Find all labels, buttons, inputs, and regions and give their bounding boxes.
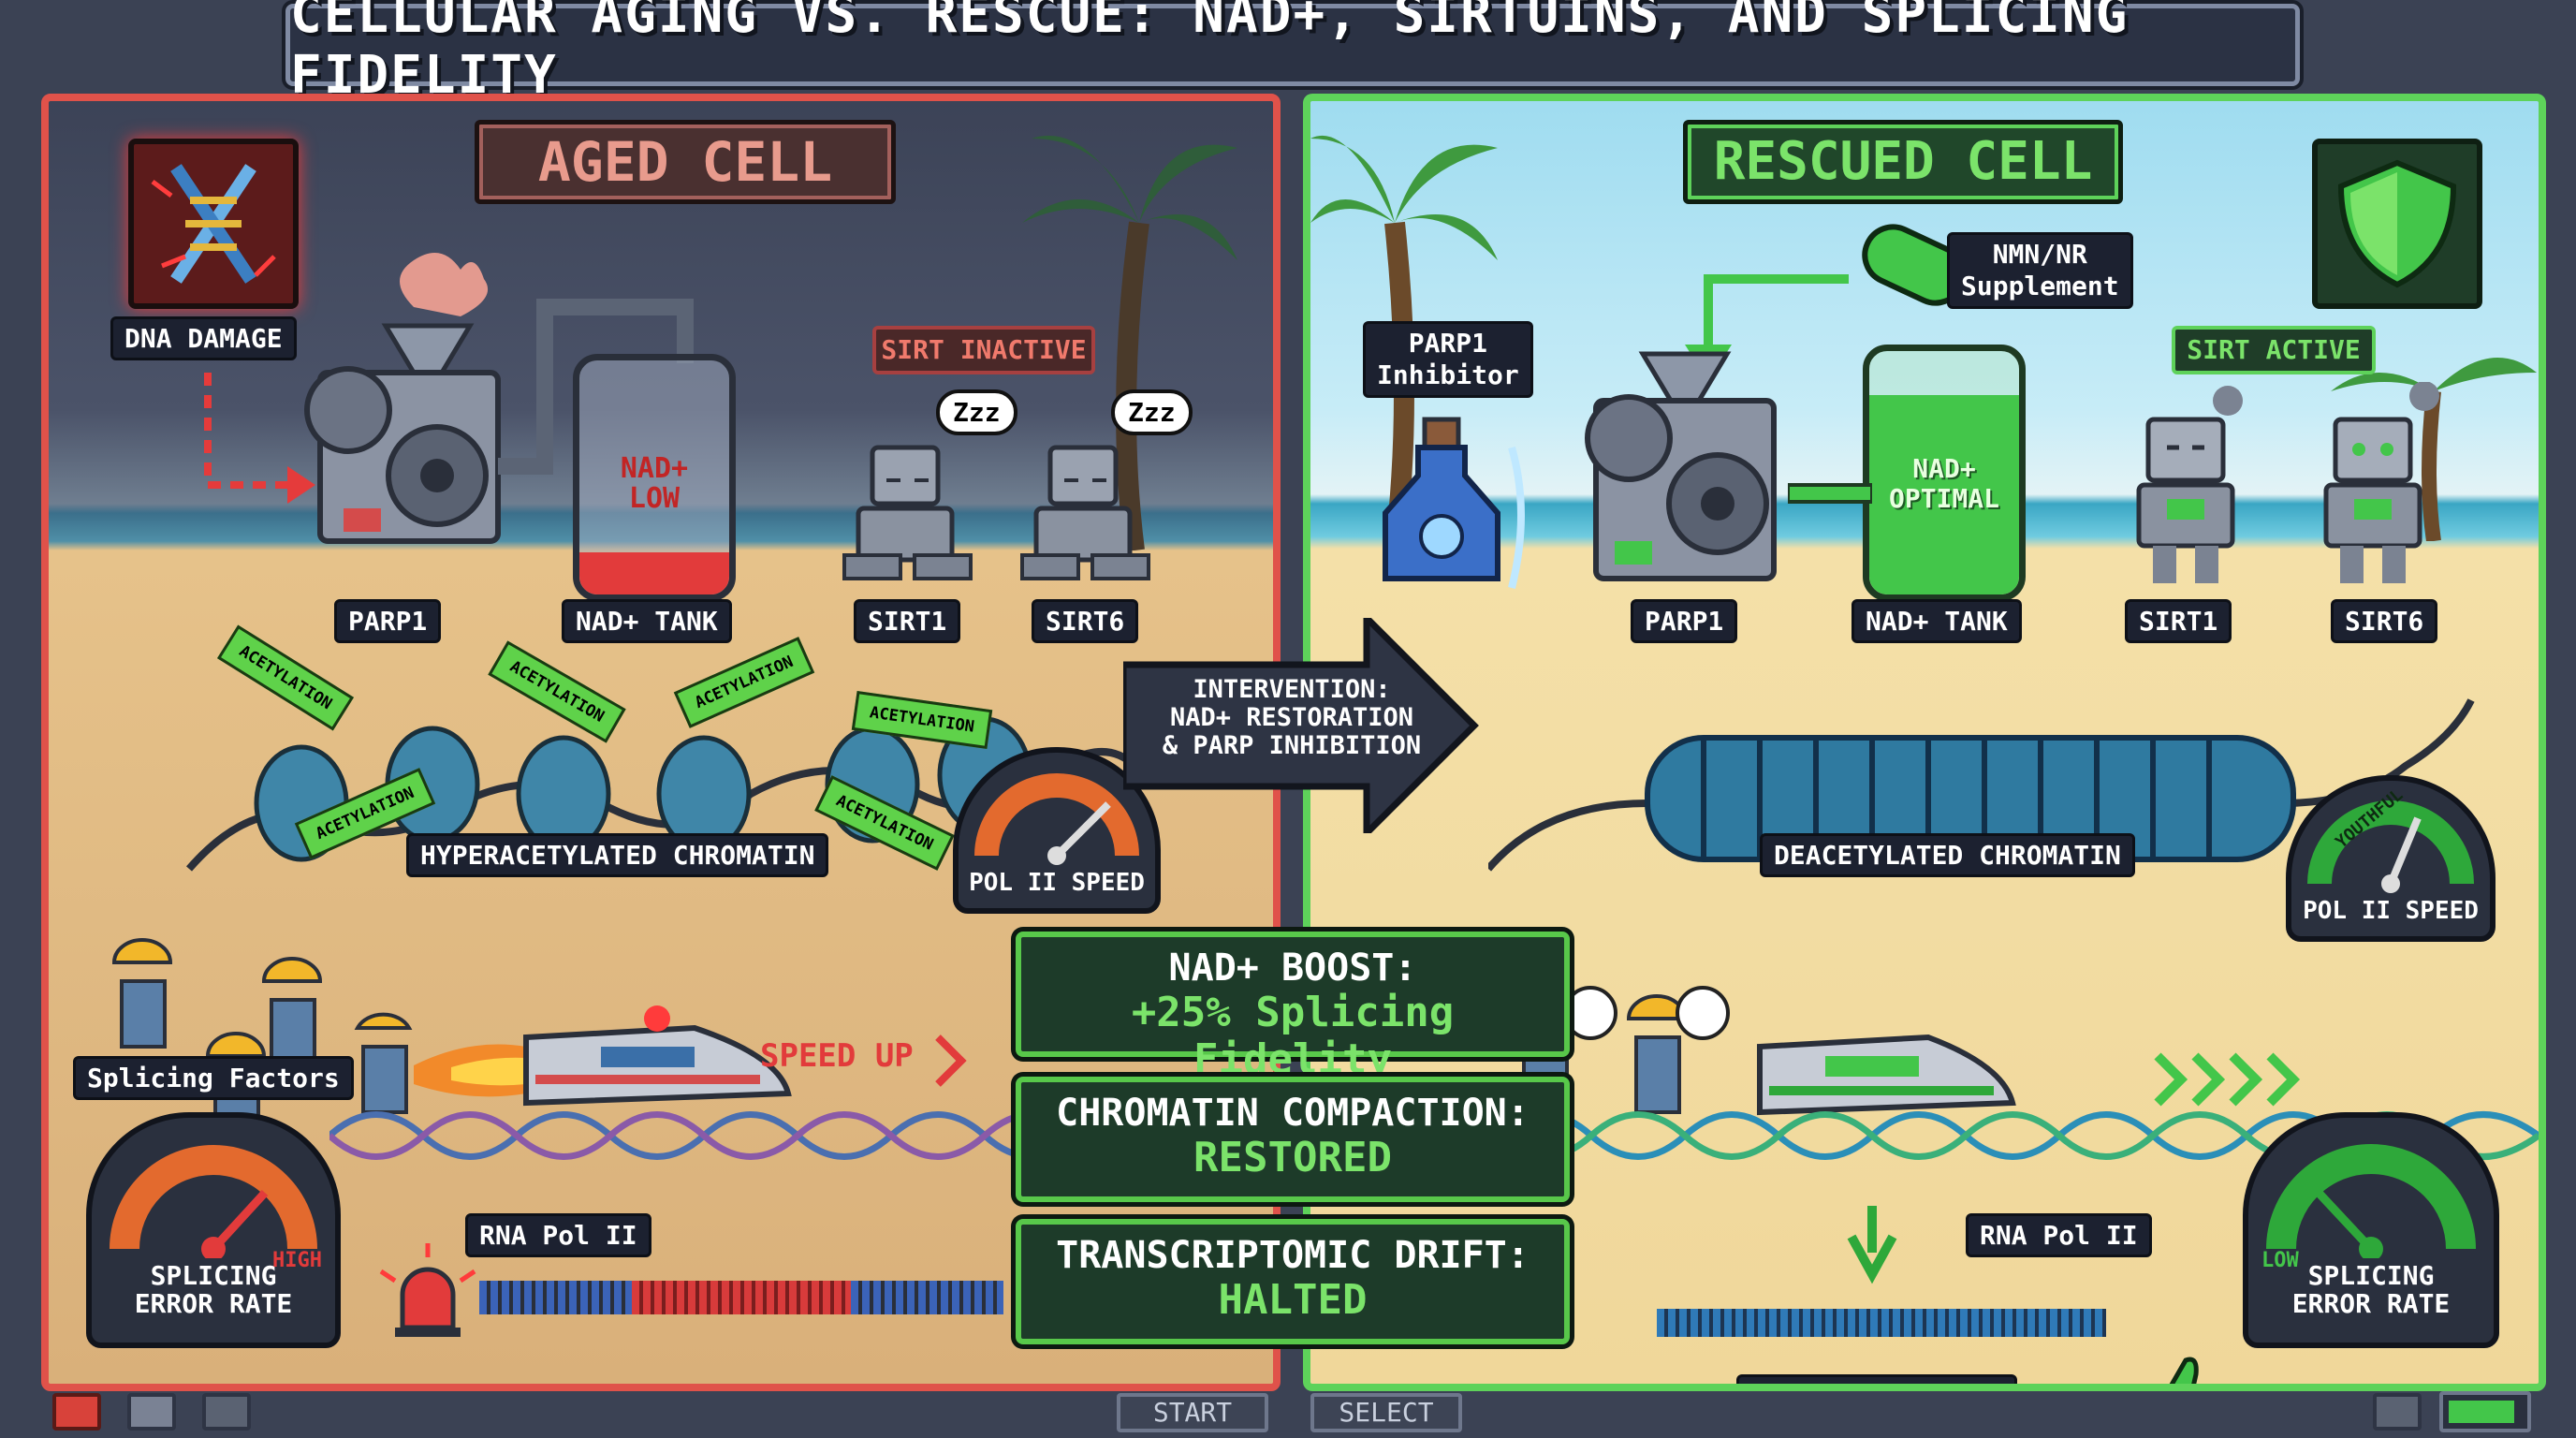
rescued-splicing-error-gauge: LOW SPLICING ERROR RATE	[2243, 1112, 2499, 1348]
tank-pipe-icon	[1788, 483, 1872, 504]
rescued-gauge-level: LOW	[2261, 1249, 2299, 1272]
speeding-rna-pol-icon	[414, 1005, 792, 1107]
aged-sirt6-label: SIRT6	[1032, 599, 1139, 643]
aged-cell-panel: AGED CELL DNA DAMAGE PARP1 NAD+ LOW NAD+…	[41, 94, 1281, 1391]
rescued-gauge-title: SPLICING ERROR RATE	[2291, 1260, 2451, 1319]
deacetylated-chromatin-label: DEACETYLATED CHROMATIN	[1760, 833, 2135, 877]
rescued-sirt1-label: SIRT1	[2125, 599, 2232, 643]
rescued-nad-tank: NAD+ OPTIMAL	[1863, 345, 2026, 601]
thumbs-up-icon	[2169, 1357, 2199, 1384]
nmn-nr-supplement-label: NMN/NR Supplement	[1947, 232, 2133, 309]
sirt6-working-robot-icon	[2323, 382, 2439, 583]
dna-damage-icon	[128, 139, 299, 309]
thumbs-up-bubble-icon	[1676, 986, 1730, 1040]
hyperacetylated-chromatin-label: HYPERACETYLATED CHROMATIN	[406, 833, 829, 877]
intervention-arrow-icon	[1123, 618, 1479, 833]
zzz-bubble-2: Zzz	[1111, 389, 1193, 435]
shield-icon	[2312, 139, 2482, 309]
rescued-tank-level: NAD+ OPTIMAL	[1888, 453, 1999, 514]
parp1-inhibitor-label: PARP1 Inhibitor	[1363, 321, 1533, 398]
forward-chevrons-icon	[2154, 1052, 2301, 1107]
down-arrow-green-icon	[1847, 1206, 1897, 1284]
speed-up-label: SPEED UP	[760, 1037, 914, 1075]
sirt1-working-robot-icon	[2136, 386, 2243, 583]
rescued-cell-header: RESCUED CELL	[1683, 120, 2123, 204]
speed-up-arrow-icon	[935, 1034, 967, 1087]
parp1-machine-icon	[304, 253, 501, 544]
gear-bubble-icon	[1563, 986, 1617, 1040]
intron-block	[632, 1281, 851, 1314]
sirt6-sleeping-robot-icon	[1020, 445, 1150, 580]
intron-retention-transcript	[479, 1281, 1003, 1314]
correct-splicing-label: CORRECT SPLICING	[1736, 1374, 2017, 1384]
down-arrow-red-icon	[479, 1178, 666, 1253]
rescued-rna-pol-label: RNA Pol II	[1966, 1213, 2152, 1257]
rescued-sirt6-label: SIRT6	[2331, 599, 2438, 643]
palm-tree-right-icon	[2331, 358, 2537, 541]
deacetylated-chromatin-icon	[1488, 698, 2475, 872]
splicing-factors-label: Splicing Factors	[73, 1056, 354, 1100]
grey-indicator-button[interactable]	[127, 1393, 176, 1431]
settings-small-button[interactable]	[2373, 1393, 2422, 1431]
rescued-tank-fill	[1869, 394, 2019, 594]
title-banner: CELLULAR AGING VS. RESCUE: NAD+, SIRTUIN…	[285, 0, 2300, 106]
aged-gauge-level: HIGH	[272, 1249, 322, 1272]
inhibitor-potion-icon	[1383, 417, 1525, 589]
aged-rna-pol-label: RNA Pol II	[465, 1213, 651, 1257]
aged-gauge-title: SPLICING ERROR RATE	[134, 1260, 293, 1319]
aged-sirt1-label: SIRT1	[854, 599, 961, 643]
camera-button[interactable]	[202, 1393, 251, 1431]
aged-cell-header: AGED CELL	[475, 120, 896, 204]
chromatin-compaction-result: CHROMATIN COMPACTION: RESTORED	[1016, 1077, 1570, 1202]
exon-block-2	[850, 1281, 1003, 1314]
nad-boost-result: NAD+ BOOST: +25% Splicing Fidelity	[1016, 932, 1570, 1083]
select-button[interactable]: SELECT	[1310, 1393, 1462, 1432]
transcriptomic-drift-result: TRANSCRIPTOMIC DRIFT: HALTED	[1016, 1219, 1570, 1344]
sirt-active-badge: SIRT ACTIVE	[2172, 326, 2376, 374]
aged-splicing-error-gauge: HIGH SPLICING ERROR RATE	[86, 1112, 341, 1348]
aged-tank-level: NAD+ LOW	[620, 452, 689, 515]
aged-parp1-label: PARP1	[334, 599, 442, 643]
rescued-pol-speed-gauge: YOUTHFUL POL II SPEED	[2286, 775, 2496, 942]
start-button[interactable]: START	[1117, 1393, 1268, 1432]
intervention-label: INTERVENTION: NAD+ RESTORATION & PARP IN…	[1162, 675, 1422, 760]
aged-nad-tank: NAD+ LOW	[573, 354, 736, 601]
rescued-parp1-machine-icon	[1585, 351, 1777, 581]
dna-damage-label: DNA DAMAGE	[110, 316, 297, 360]
sirt1-sleeping-robot-icon	[842, 445, 973, 580]
nad-pipe-icon	[498, 299, 694, 475]
intron-retention-label: INTRON RETENTION	[578, 1384, 858, 1391]
rescued-parp1-label: PARP1	[1631, 599, 1738, 643]
damage-arrow-icon	[204, 373, 315, 504]
page-title: CELLULAR AGING VS. RESCUE: NAD+, SIRTUIN…	[290, 0, 2130, 106]
sirt-inactive-badge: SIRT INACTIVE	[872, 326, 1095, 374]
correct-splicing-transcript	[1657, 1309, 2106, 1337]
zzz-bubble-1: Zzz	[936, 389, 1017, 435]
exon-block-1	[479, 1281, 633, 1314]
smooth-rna-pol-icon	[1757, 1034, 2016, 1116]
alarm-siren-icon	[379, 1243, 476, 1337]
red-indicator-button[interactable]	[52, 1393, 101, 1431]
battery-indicator	[2439, 1391, 2531, 1432]
aged-nad-tank-label: NAD+ TANK	[562, 599, 732, 643]
rescued-nad-tank-label: NAD+ TANK	[1852, 599, 2022, 643]
aged-tank-fill	[579, 552, 729, 594]
